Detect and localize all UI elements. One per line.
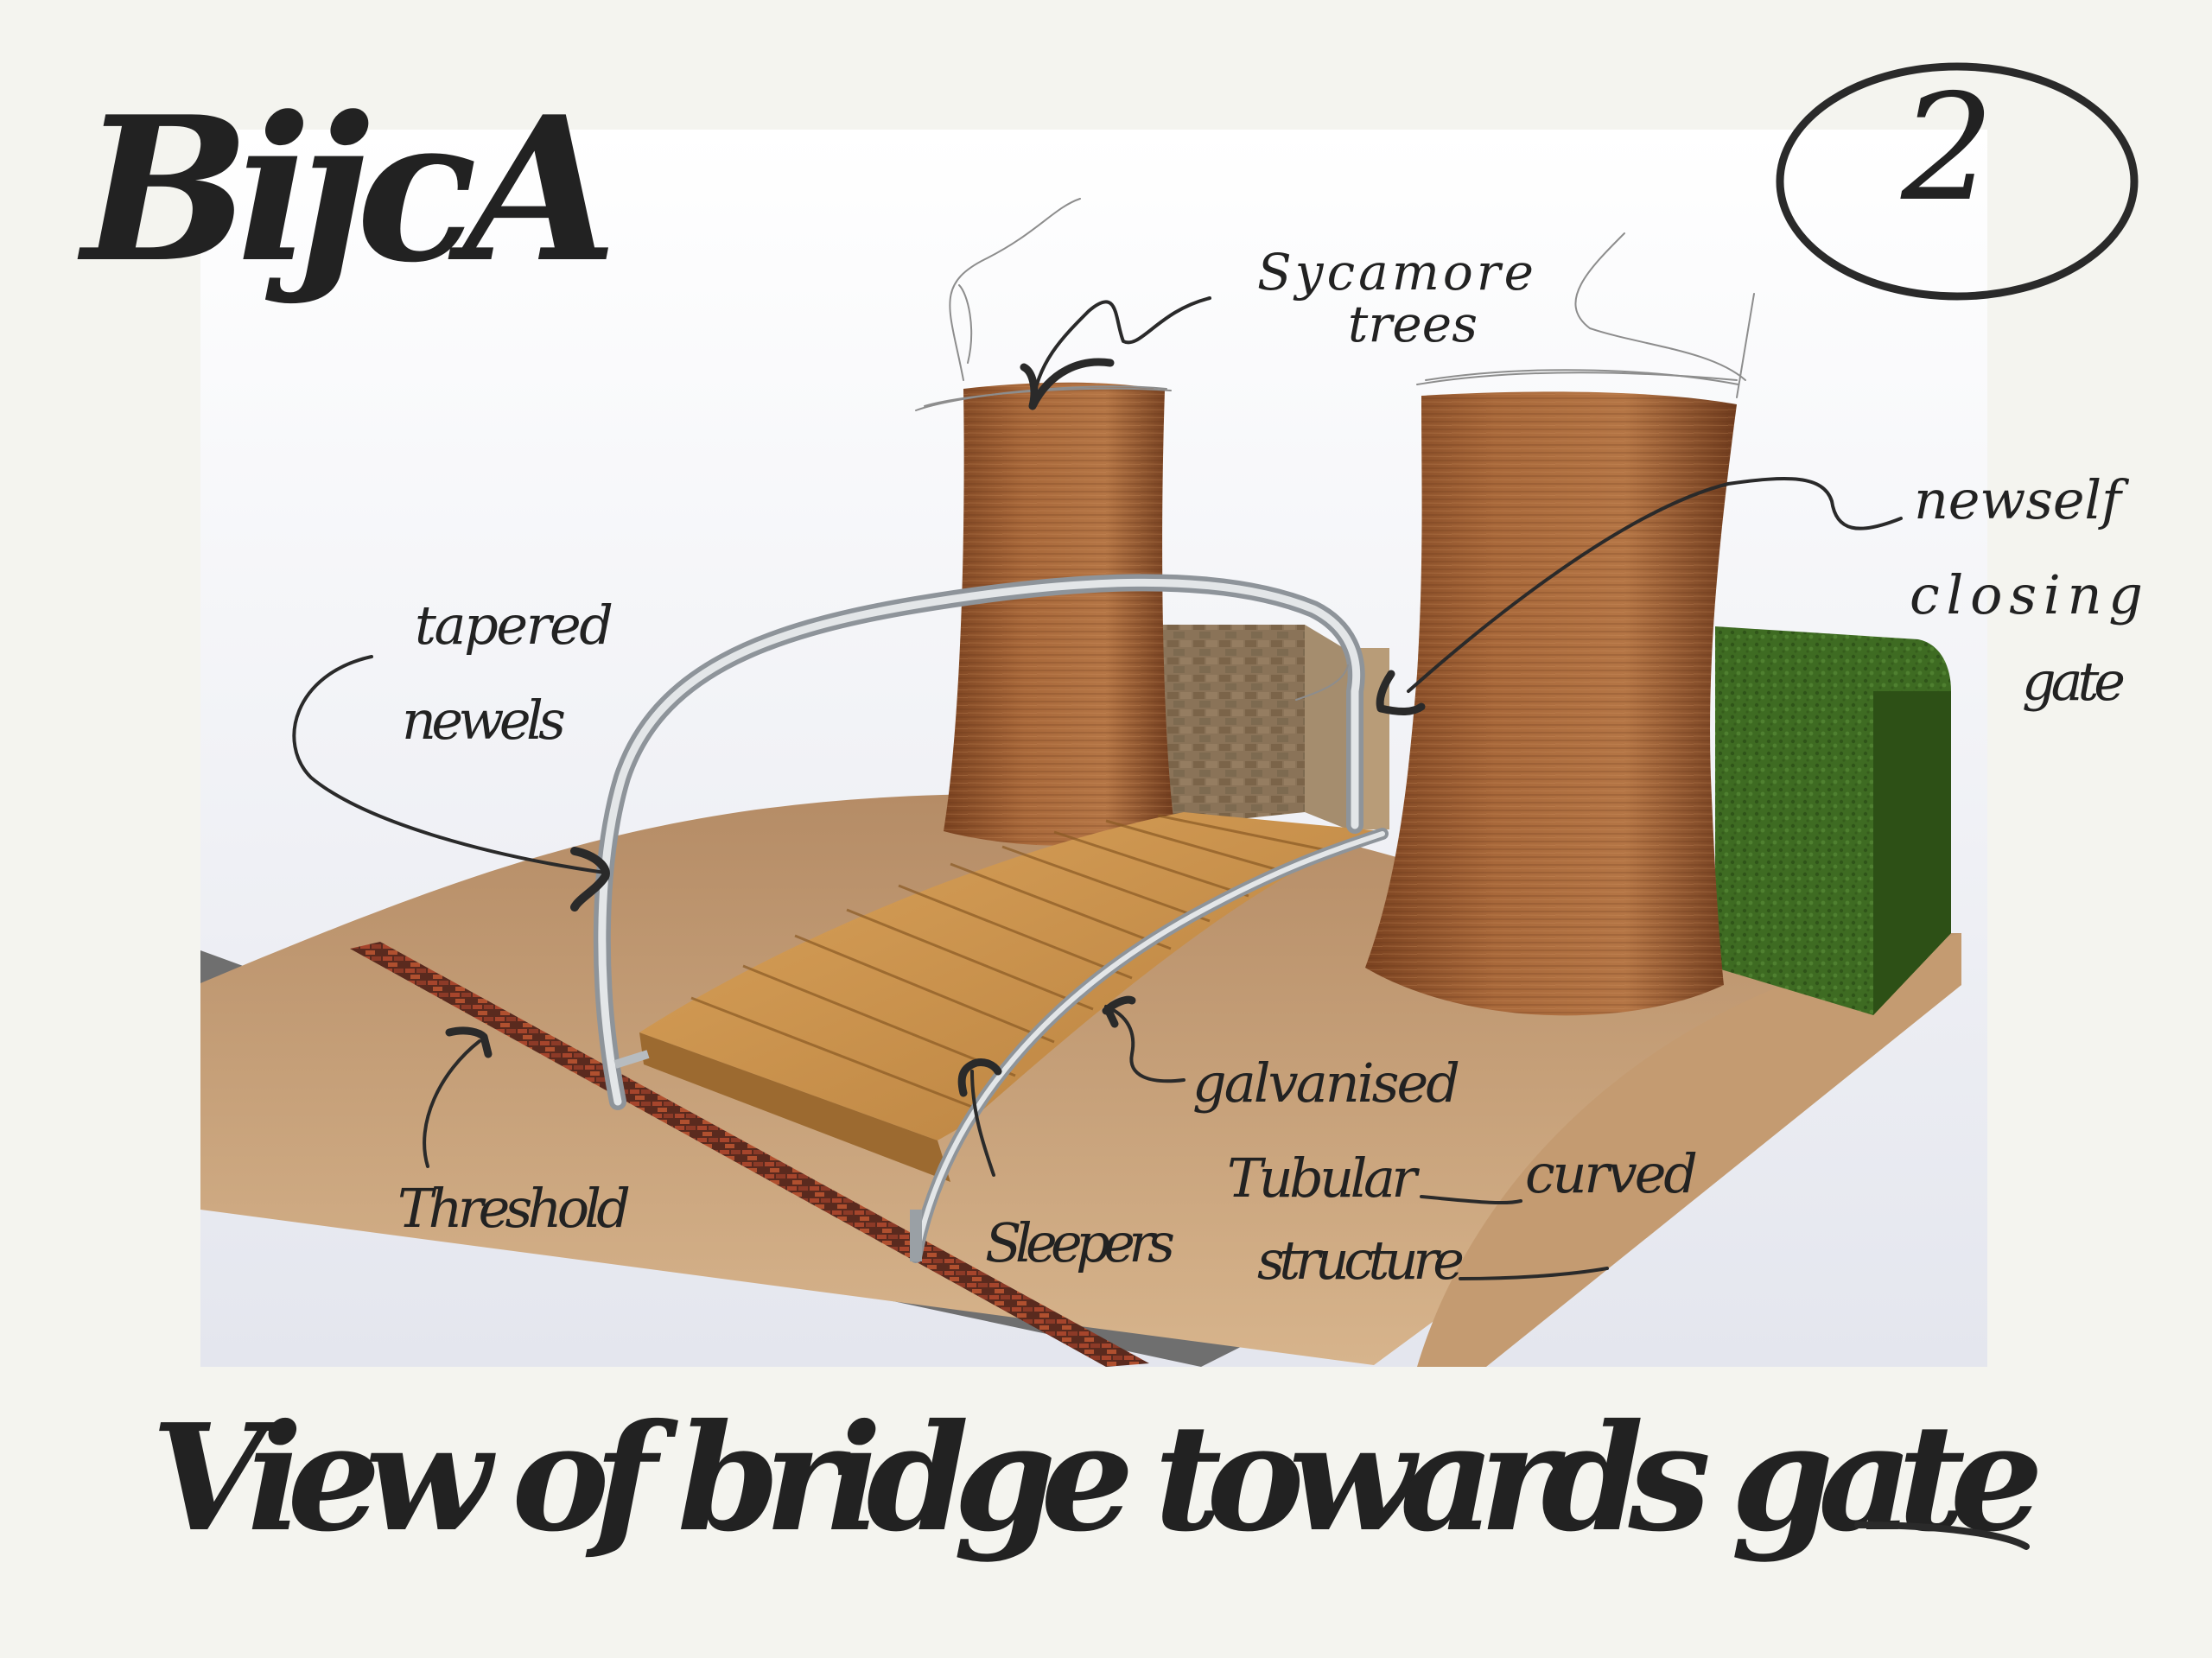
wall-end (1305, 625, 1348, 829)
label-structure-3: structure (1257, 1229, 1465, 1292)
label-newels-1: tapered (415, 594, 613, 657)
label-gate-1: newself (1914, 468, 2130, 531)
label-newels-2: newels (402, 689, 566, 752)
sycamore-trunk-back (944, 383, 1175, 846)
sheet-caption: View of bridge towards gate (151, 1392, 2044, 1565)
label-sycamore-1: Sycamore (1257, 243, 1534, 302)
sheet-number: 2 (1900, 63, 1994, 234)
label-sycamore-2: trees (1348, 295, 1478, 353)
trunk-back-grain (944, 383, 1175, 846)
wall-face (1156, 625, 1305, 828)
hedge (1715, 626, 1951, 1015)
sheet-title: BijcA (77, 73, 618, 307)
label-gate-3: gate (2022, 650, 2126, 713)
label-sleepers: Sleepers (985, 1211, 1175, 1274)
label-threshold: Threshold (397, 1177, 631, 1240)
label-curved: curved (1525, 1142, 1698, 1205)
label-structure-1: galvanised (1192, 1051, 1460, 1115)
label-structure-2: Tubular (1227, 1147, 1420, 1210)
